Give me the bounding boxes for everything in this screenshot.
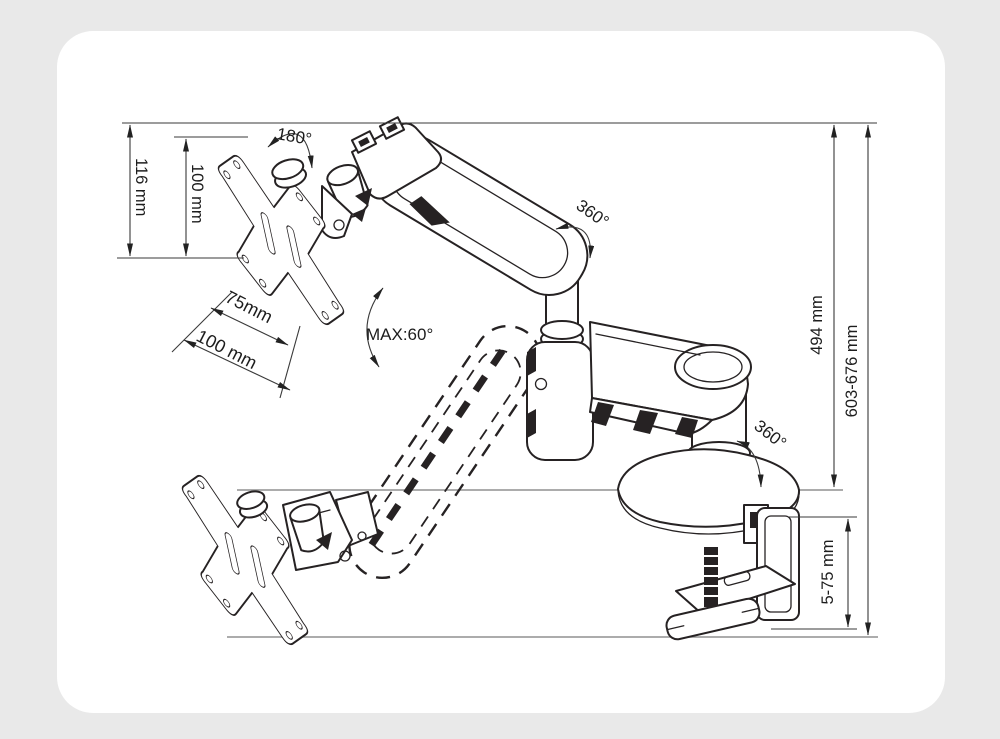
arm-swivel-label: 360° xyxy=(573,196,613,232)
arm-swivel-arc xyxy=(555,222,595,259)
dim-label-100mm-vertical: 100 mm xyxy=(188,164,206,224)
tilt-arc xyxy=(366,287,384,368)
vesa-plate-bottom xyxy=(176,462,314,658)
tilt-label: MAX:60° xyxy=(366,325,433,344)
vesa-plate-top-knob xyxy=(271,158,308,189)
base-swivel-arc xyxy=(736,440,764,488)
dim-label-5-75mm: 5-75 mm xyxy=(819,539,837,604)
dim-line-75mm xyxy=(210,307,289,346)
dim-label-603-676mm: 603-676 mm xyxy=(843,325,861,418)
desk-clamp xyxy=(665,504,800,641)
dim-line-100mm-diagonal xyxy=(183,339,291,391)
extension-line-left xyxy=(171,291,233,353)
lower-pivot-bracket xyxy=(282,491,353,571)
vesa-plate-bottom-knob xyxy=(236,490,269,519)
tilt-head-assembly xyxy=(321,116,442,239)
arm-alternate-position-dashed xyxy=(348,324,542,580)
base-swivel-label: 360° xyxy=(751,416,790,453)
lower-arm xyxy=(589,321,752,438)
vesa-rotation-label: 180° xyxy=(275,124,313,149)
clamp-knob xyxy=(665,597,761,641)
dim-label-116mm: 116 mm xyxy=(132,158,150,216)
dim-label-494mm: 494 mm xyxy=(808,295,826,355)
vesa-rotation-arc xyxy=(267,133,314,169)
